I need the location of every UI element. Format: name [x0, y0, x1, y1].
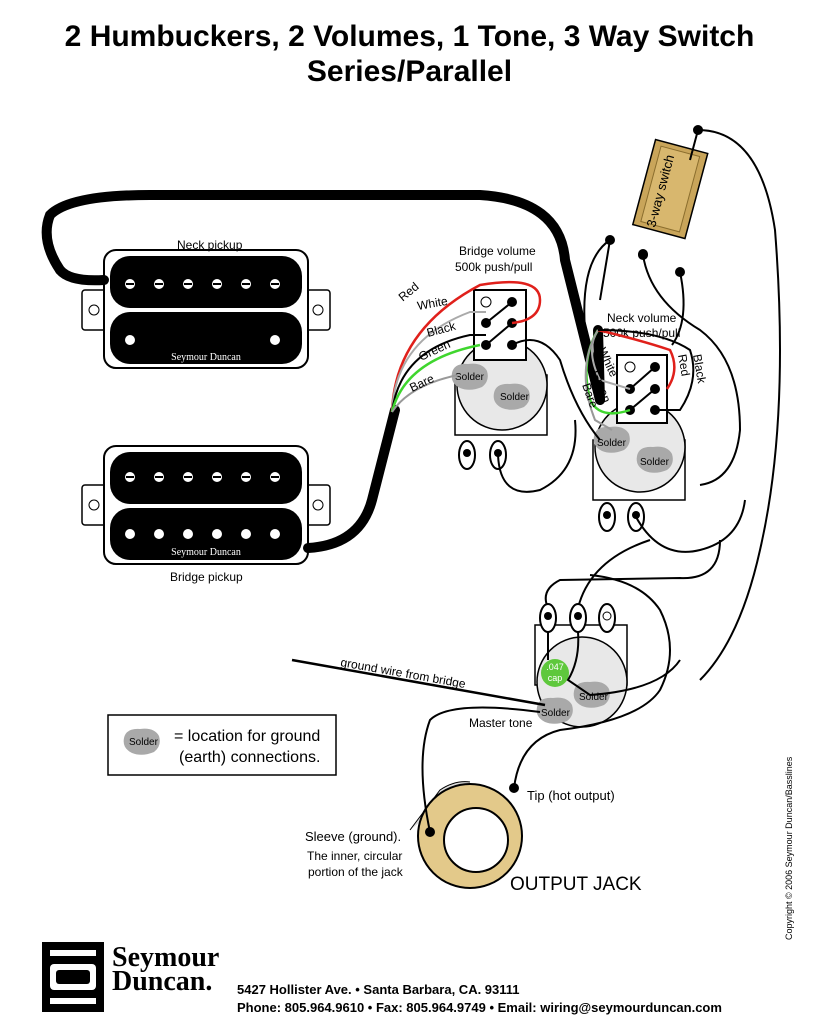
neck-wire-label-black: Black [690, 353, 709, 385]
legend-solder-sample: Solder [129, 737, 159, 748]
sleeve-label-2: The inner, circular [307, 849, 402, 863]
bridge-green-wire [390, 343, 481, 413]
bridge-volume-value: 500k push/pull [455, 260, 532, 274]
copyright-text: Copyright © 2006 Seymour Duncan/Bassline… [784, 756, 794, 940]
tone-solder-1: Solder [579, 692, 609, 703]
neck-solder-1: Solder [597, 438, 627, 449]
tone-solder-2: Solder [541, 708, 571, 719]
wire-label-bare: Bare [407, 371, 436, 395]
neck-solder-2: Solder [640, 457, 670, 468]
neck-pickup-brand: Seymour Duncan [171, 352, 241, 363]
bridge-white-wire [391, 311, 486, 413]
footer-brand-2: Duncan. [112, 966, 213, 997]
bridge-bare-wire [391, 374, 459, 413]
three-way-switch [631, 138, 709, 240]
bridge-volume-label: Bridge volume [459, 244, 536, 258]
cap-label: cap [548, 673, 563, 683]
footer-address: 5427 Hollister Ave. • Santa Barbara, CA.… [237, 982, 520, 997]
master-tone-pot [534, 603, 628, 728]
master-tone-label: Master tone [469, 716, 533, 730]
neck-pickup [81, 249, 331, 369]
sleeve-label-3: portion of the jack [308, 865, 404, 879]
cap-value: .047 [546, 662, 564, 672]
tip-label: Tip (hot output) [527, 788, 615, 803]
neck-pickup-cable [41, 190, 605, 405]
neck-wire-label-red: Red [675, 353, 693, 377]
neck-pickup-label: Neck pickup [177, 238, 243, 252]
bridge-red-wire [390, 280, 542, 413]
bridge-solder-2: Solder [500, 392, 530, 403]
bridge-pickup-brand: Seymour Duncan [171, 547, 241, 558]
legend-text-1: = location for ground [174, 728, 320, 745]
neck-volume-label: Neck volume [607, 311, 677, 325]
output-jack [409, 781, 523, 889]
footer-contact: Phone: 805.964.9610 • Fax: 805.964.9749 … [237, 1000, 722, 1015]
footer-brand-1: Seymour [112, 942, 220, 973]
logo-mark-icon [50, 950, 96, 1004]
bridge-black-wire [391, 334, 486, 413]
wire-label-white: White [416, 294, 449, 313]
diagram-title-line1: 2 Humbuckers, 2 Volumes, 1 Tone, 3 Way S… [64, 20, 755, 53]
bridge-volume-pot [451, 289, 548, 470]
solder-legend [107, 714, 337, 776]
seymour-duncan-logo [42, 942, 104, 1012]
bridge-pickup [81, 445, 331, 565]
bridge-pickup-label: Bridge pickup [170, 570, 243, 584]
bridge-pickup-cable [303, 405, 400, 553]
legend-text-2: (earth) connections. [179, 749, 320, 766]
diagram-title-line2: Series/Parallel [306, 55, 513, 88]
sleeve-label-1: Sleeve (ground). [305, 829, 401, 844]
output-jack-label: OUTPUT JACK [510, 874, 642, 895]
ground-wire [291, 658, 546, 707]
bridge-solder-1: Solder [455, 372, 485, 383]
